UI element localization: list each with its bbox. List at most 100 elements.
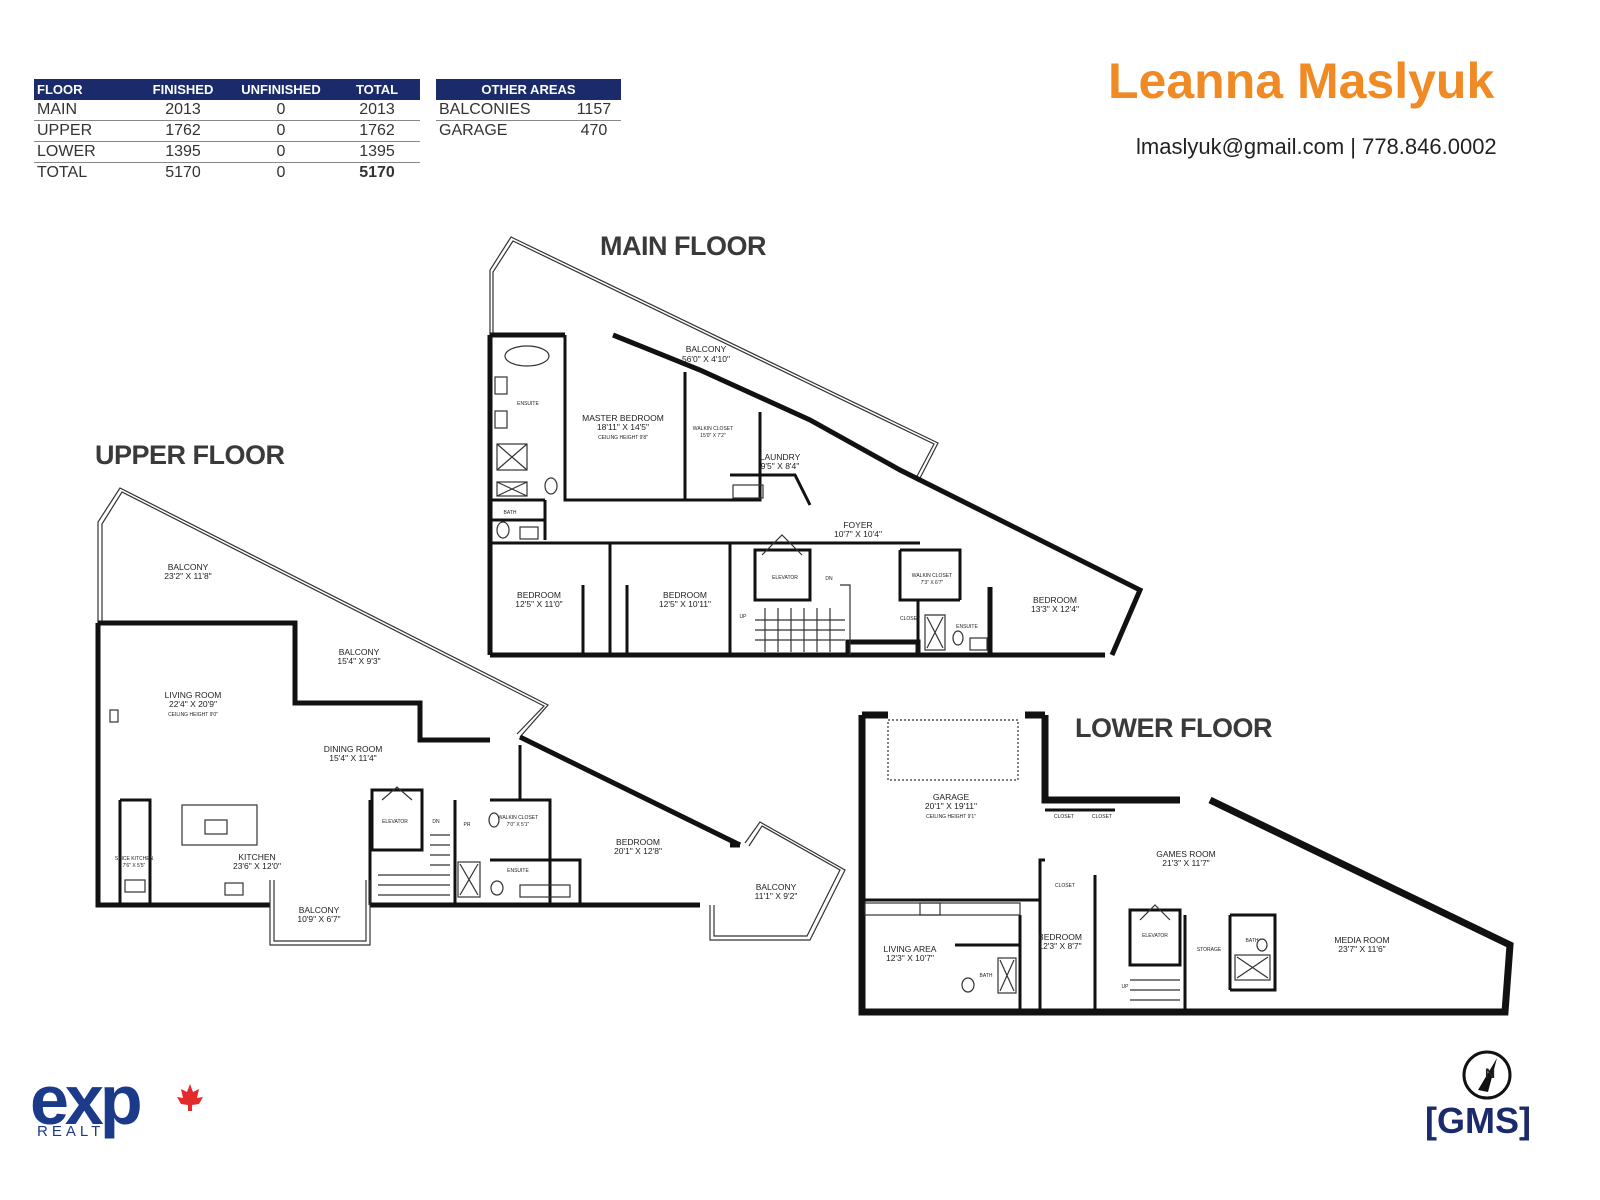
- shower-icon: [924, 614, 946, 651]
- unfinished-cell: 0: [228, 120, 334, 142]
- svg-text:7'3" X 6'7": 7'3" X 6'7": [921, 580, 944, 586]
- finished-cell: 1762: [138, 120, 228, 142]
- stairs-icon: [1130, 979, 1180, 1001]
- svg-text:56'0" X 4'10": 56'0" X 4'10": [682, 354, 730, 364]
- svg-text:CEILING HEIGHT 9'1": CEILING HEIGHT 9'1": [926, 814, 976, 820]
- svg-text:10'7" X 10'4": 10'7" X 10'4": [834, 529, 882, 539]
- svg-text:STORAGE: STORAGE: [1197, 947, 1222, 953]
- garage-door-outline: [887, 719, 1019, 781]
- shower-icon: [1234, 954, 1271, 981]
- other-areas-table: OTHER AREAS BALCONIES 1157 GARAGE 470: [436, 79, 621, 141]
- sink-icon: [969, 637, 988, 651]
- main-bedroom-1-label: BEDROOM: [517, 590, 561, 600]
- svg-text:18'11" X 14'5": 18'11" X 14'5": [597, 422, 649, 432]
- unfinished-cell: 0: [228, 100, 334, 121]
- agent-name: Leanna Maslyuk: [1108, 53, 1495, 109]
- maple-leaf-icon: [177, 1084, 203, 1111]
- upper-balcony-4-outline: [709, 821, 846, 941]
- unfinished-cell: 0: [228, 141, 334, 163]
- finished-cell: 5170: [165, 164, 201, 181]
- lower-bedroom-label: BEDROOM: [1038, 932, 1082, 942]
- svg-text:BATH: BATH: [504, 510, 517, 516]
- svg-text:15'0" X 7'2": 15'0" X 7'2": [700, 433, 726, 439]
- fireplace-icon: [109, 709, 119, 723]
- stove-icon: [124, 879, 146, 893]
- upper-bedroom-label: BEDROOM: [616, 837, 660, 847]
- svg-text:WALKIN CLOSET: WALKIN CLOSET: [912, 573, 952, 579]
- shower-icon: [457, 861, 481, 898]
- garage-label: GARAGE: [933, 792, 970, 802]
- upper-balcony-3-label: BALCONY: [299, 905, 340, 915]
- table-row: TOTAL 5170 0 5170: [34, 163, 420, 184]
- svg-text:CLOSET: CLOSET: [1055, 883, 1075, 889]
- other-areas-header: OTHER AREAS: [436, 79, 621, 100]
- svg-text:20'1" X 12'8": 20'1" X 12'8": [614, 846, 662, 856]
- svg-text:12'5" X 10'11": 12'5" X 10'11": [659, 599, 711, 609]
- svg-text:23'7" X 11'6": 23'7" X 11'6": [1338, 944, 1385, 954]
- svg-text:13'3" X 12'4": 13'3" X 12'4": [1031, 604, 1079, 614]
- upper-balcony-3-outline: [269, 880, 371, 946]
- svg-text:ENSUITE: ENSUITE: [956, 624, 978, 630]
- lower-floor-plan: GARAGE 20'1" X 19'11" CEILING HEIGHT 9'1…: [858, 711, 1514, 1016]
- washer-dryer-icon: [732, 484, 764, 499]
- sink-icon: [494, 376, 508, 395]
- sink-icon: [519, 526, 539, 540]
- table-row: BALCONIES 1157: [436, 100, 621, 121]
- svg-text:15'4" X 11'4": 15'4" X 11'4": [329, 753, 376, 763]
- area-name-cell: GARAGE: [439, 122, 508, 139]
- kitchen-label: KITCHEN: [238, 852, 275, 862]
- main-bedroom-3-label: BEDROOM: [1033, 595, 1077, 605]
- kitchen-counter: [864, 902, 1021, 916]
- toilet-icon: [490, 880, 504, 896]
- upper-exterior-wall: [95, 620, 742, 908]
- svg-text:BATH: BATH: [980, 973, 993, 979]
- upper-balcony-1-label: BALCONY: [168, 562, 209, 572]
- main-floor-title: MAIN FLOOR: [600, 231, 766, 261]
- main-bedroom-2-label: BEDROOM: [663, 590, 707, 600]
- total-cell: 1762: [334, 120, 420, 142]
- svg-text:22'4" X 20'9": 22'4" X 20'9": [169, 699, 217, 709]
- unfinished-cell: 0: [276, 164, 286, 181]
- floor-area-table: FLOOR FINISHED UNFINISHED TOTAL MAIN 201…: [34, 79, 420, 183]
- exp-logo: exp: [30, 1061, 143, 1139]
- main-balcony-outline: [489, 236, 939, 483]
- svg-text:12'3" X 8'7": 12'3" X 8'7": [1038, 941, 1081, 951]
- main-balcony-label: BALCONY: [686, 344, 727, 354]
- svg-text:ENSUITE: ENSUITE: [517, 401, 539, 407]
- upper-balcony-2-label: BALCONY: [339, 647, 380, 657]
- shower-icon: [997, 957, 1017, 994]
- svg-text:ELEVATOR: ELEVATOR: [1142, 933, 1168, 939]
- kitchen-island: [181, 804, 258, 846]
- compass-icon: N: [1462, 1050, 1512, 1100]
- toilet-icon: [1256, 938, 1268, 952]
- lower-floor-title: LOWER FLOOR: [1075, 713, 1272, 743]
- upper-floor-title: UPPER FLOOR: [95, 440, 285, 470]
- svg-text:DN: DN: [432, 819, 440, 825]
- svg-text:CLOSET: CLOSET: [1054, 814, 1074, 820]
- svg-text:BATH: BATH: [1246, 938, 1259, 944]
- toilet-icon: [952, 630, 964, 646]
- col-unfinished: UNFINISHED: [228, 79, 334, 100]
- total-cell: 5170: [359, 164, 395, 181]
- svg-text:PR: PR: [464, 822, 471, 828]
- lower-exterior-wall: [858, 715, 1514, 1016]
- total-cell: 1395: [334, 141, 420, 163]
- bathtub-icon: [504, 345, 550, 367]
- svg-text:ENSUITE: ENSUITE: [507, 868, 529, 874]
- shower-icon: [496, 443, 528, 497]
- master-bedroom-label: MASTER BEDROOM: [582, 413, 664, 423]
- finished-cell: 2013: [138, 100, 228, 121]
- svg-text:CEILING HEIGHT 9'0": CEILING HEIGHT 9'0": [168, 712, 218, 718]
- svg-text:ELEVATOR: ELEVATOR: [382, 819, 408, 825]
- games-room-label: GAMES ROOM: [1156, 849, 1216, 859]
- svg-text:SPICE KITCHEN: SPICE KITCHEN: [115, 856, 154, 862]
- elevator-shaft: [1128, 908, 1182, 967]
- sink-icon: [494, 410, 508, 429]
- table-row: LOWER 1395 0 1395: [34, 141, 420, 163]
- upper-balcony-outline: [97, 487, 549, 738]
- table-row: MAIN 2013 0 2013: [34, 100, 420, 121]
- cooktop-icon: [204, 819, 228, 835]
- col-floor: FLOOR: [34, 79, 138, 100]
- living-room-label: LIVING ROOM: [165, 690, 222, 700]
- stairs-icon: [378, 834, 450, 896]
